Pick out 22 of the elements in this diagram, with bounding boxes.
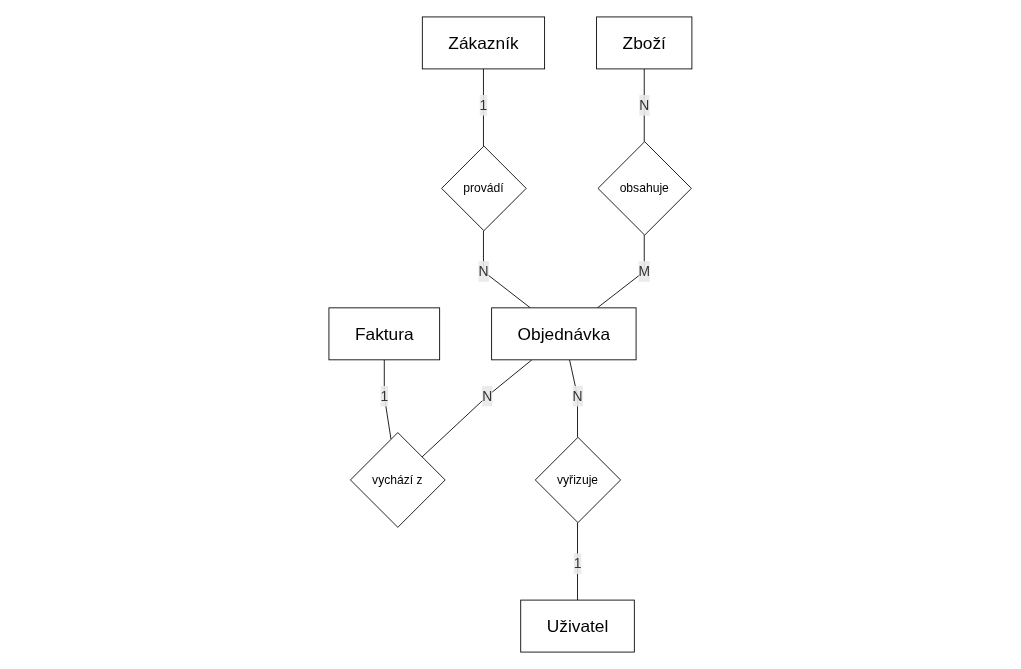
node-box: Uživatel <box>520 599 635 653</box>
node-diamond: vychází z <box>350 432 446 528</box>
connector <box>483 230 531 309</box>
node-box: Zákazník <box>421 16 546 70</box>
edge-label: N <box>482 388 493 404</box>
node-box: Faktura <box>328 307 441 361</box>
edge-label: 1 <box>380 388 389 404</box>
edge-label: 1 <box>479 97 488 113</box>
edge-label: N <box>572 388 583 404</box>
edge-label: M <box>638 263 651 279</box>
node-diamond: vyřizuje <box>534 436 622 524</box>
node-diamond: obsahuje <box>597 141 692 236</box>
node-box: Objednávka <box>491 307 637 361</box>
connector <box>597 234 645 309</box>
connector <box>569 359 579 438</box>
connector <box>643 68 645 143</box>
node-diamond: provádí <box>441 145 527 232</box>
connector <box>421 359 533 458</box>
edge-label: N <box>478 263 489 279</box>
edge-label: 1 <box>573 555 582 571</box>
edge-label: N <box>639 97 650 113</box>
node-box: Zboží <box>596 16 693 70</box>
